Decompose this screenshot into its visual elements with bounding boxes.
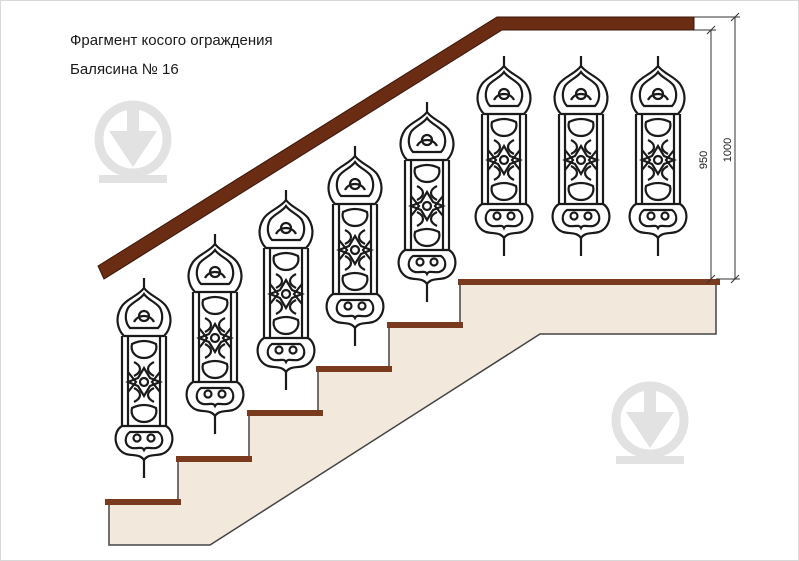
dimension-lines bbox=[694, 12, 740, 284]
download-arrow-icon bbox=[99, 101, 167, 183]
caption-title: Фрагмент косого ограждения bbox=[70, 32, 273, 49]
dimension-label-inner: 950 bbox=[698, 151, 710, 169]
handrail bbox=[97, 16, 695, 280]
download-arrow-icon bbox=[616, 382, 684, 464]
baluster bbox=[474, 54, 534, 258]
baluster bbox=[628, 54, 688, 258]
baluster bbox=[397, 100, 457, 304]
caption-subtitle: Балясина № 16 bbox=[70, 61, 179, 78]
baluster bbox=[185, 232, 245, 436]
dimension-label-outer: 1000 bbox=[722, 138, 734, 162]
baluster bbox=[325, 144, 385, 348]
baluster bbox=[114, 276, 174, 480]
baluster bbox=[256, 188, 316, 392]
stair-treads bbox=[105, 279, 720, 505]
baluster bbox=[551, 54, 611, 258]
